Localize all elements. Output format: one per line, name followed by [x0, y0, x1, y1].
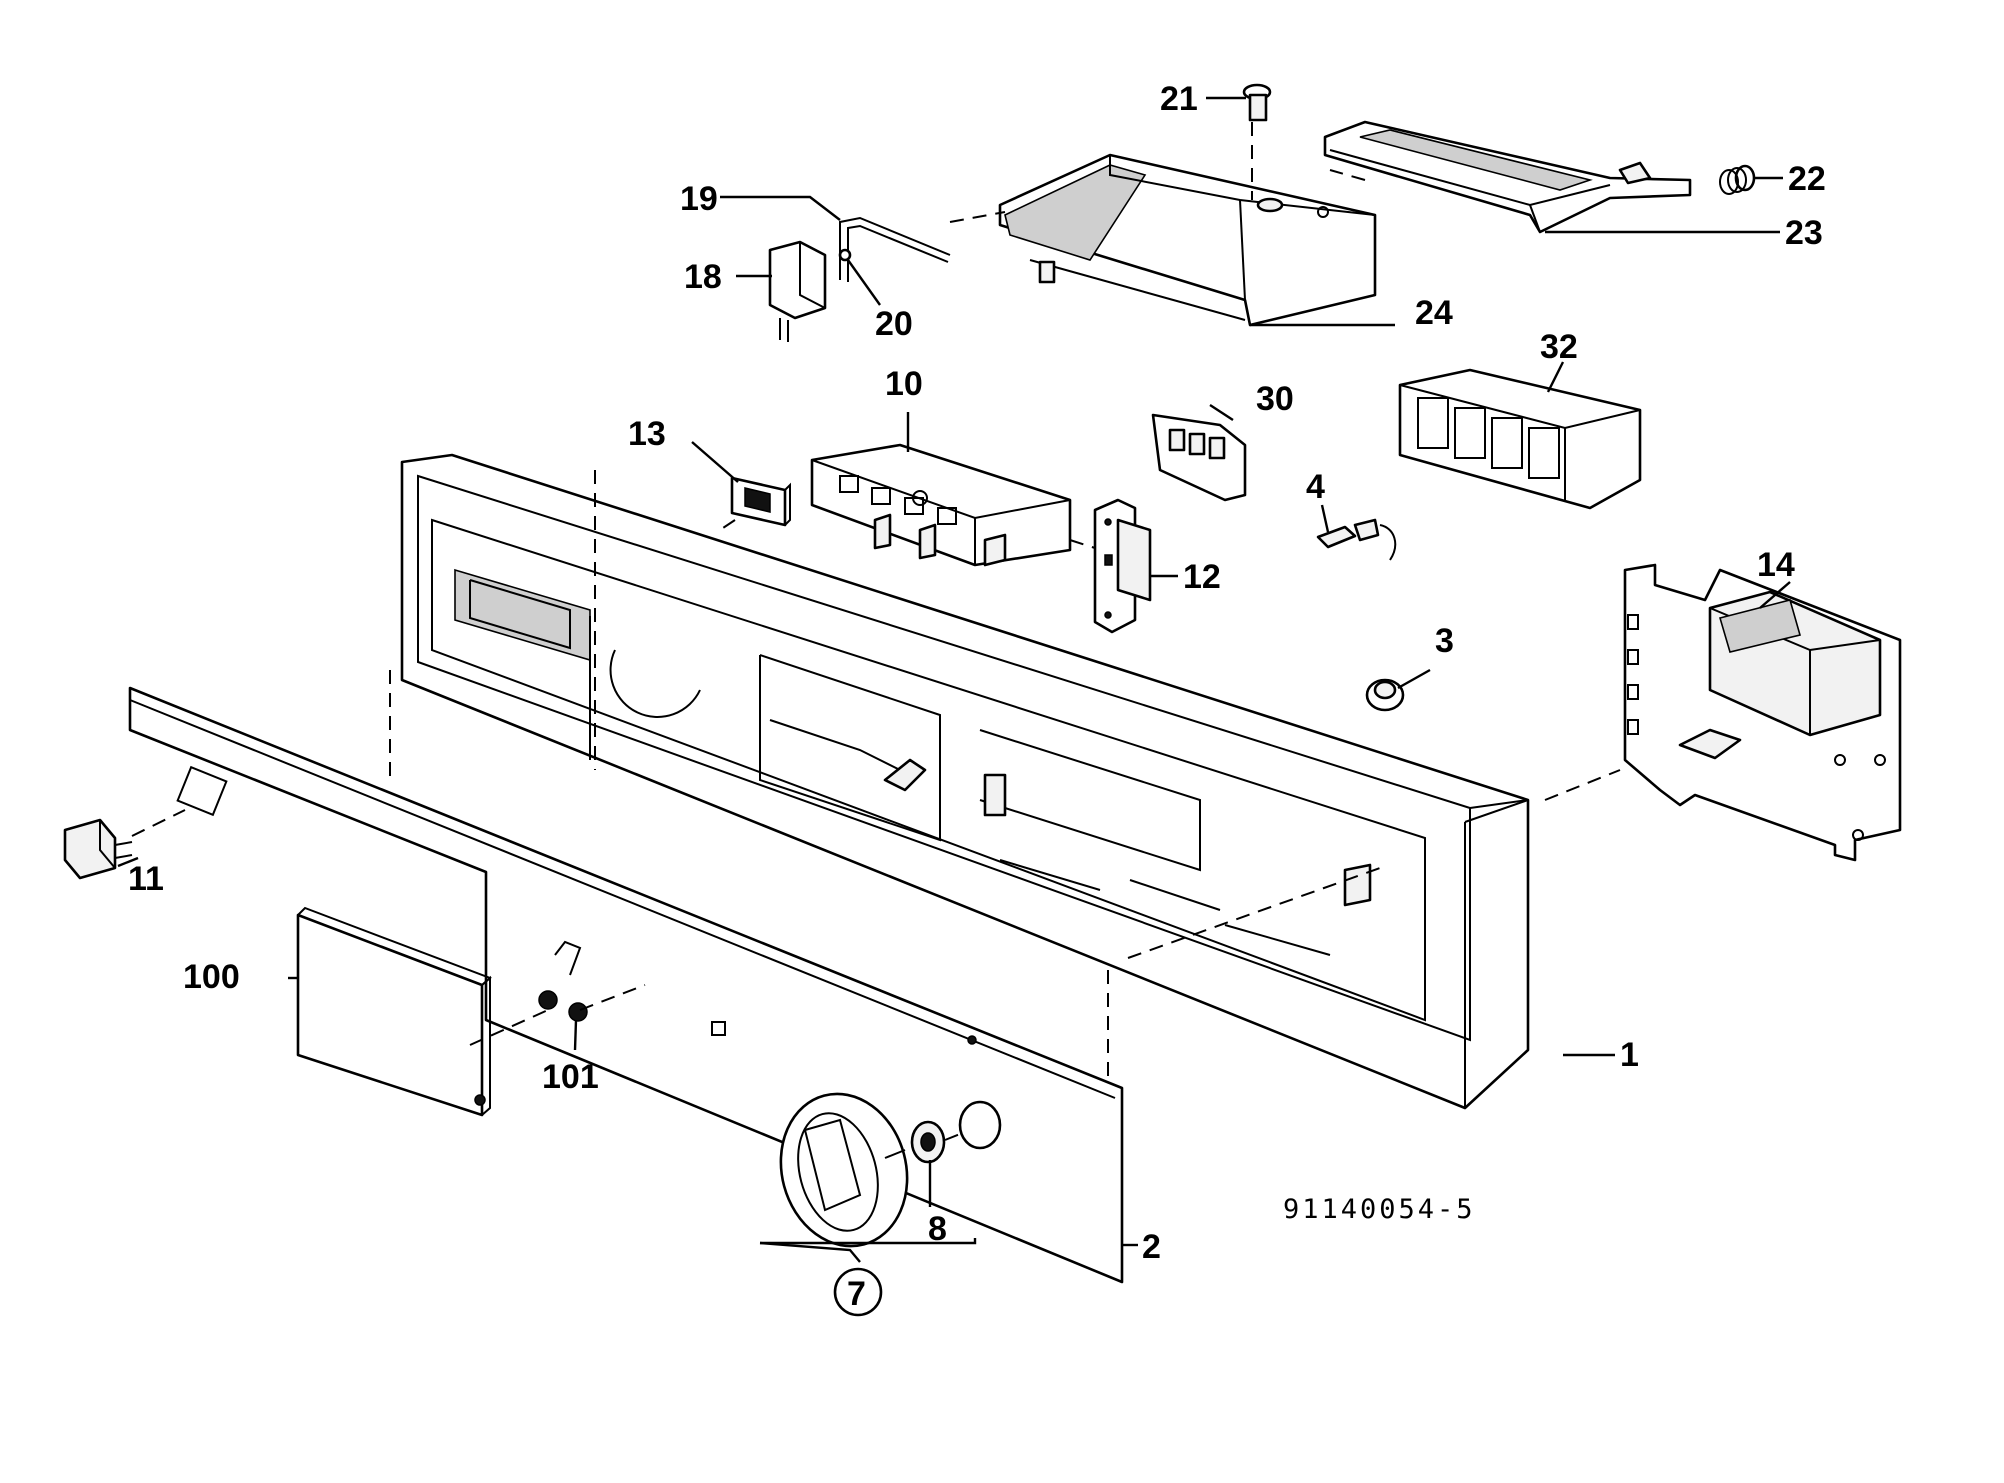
callout-7-circle: 7 — [833, 1267, 883, 1317]
callout-2: 2 — [1142, 1228, 1161, 1266]
assembly-lines — [131, 122, 1621, 1141]
callout-1: 1 — [1620, 1036, 1639, 1074]
callout-22: 22 — [1788, 160, 1826, 198]
control-panel-housing — [400, 453, 1530, 1110]
drawing-reference-number: 91140054-5 — [1283, 1194, 1476, 1225]
switch-block — [810, 443, 1072, 567]
callout-24: 24 — [1415, 294, 1453, 332]
callout-8: 8 — [928, 1210, 947, 1248]
leader-lines — [117, 96, 1791, 1263]
callout-7: 7 — [847, 1275, 866, 1313]
connector-part — [1093, 498, 1152, 634]
callout-18: 18 — [684, 258, 722, 296]
callout-13: 13 — [628, 415, 666, 453]
lamp-part — [1316, 518, 1397, 561]
dispenser-housing — [998, 153, 1377, 327]
callout-23: 23 — [1785, 214, 1823, 252]
multi-switch-block — [1398, 368, 1642, 510]
callout-32: 32 — [1540, 328, 1578, 366]
callout-10: 10 — [885, 365, 923, 403]
callout-12: 12 — [1183, 558, 1221, 596]
screw-part — [1242, 83, 1272, 122]
terminal-block — [1151, 413, 1247, 502]
callout-14: 14 — [1757, 546, 1795, 584]
dispenser-lid — [1323, 120, 1692, 234]
small-knob-part — [538, 940, 588, 1022]
callout-20: 20 — [875, 305, 913, 343]
switch-part — [63, 818, 133, 880]
callout-4: 4 — [1306, 468, 1325, 506]
callout-30: 30 — [1256, 380, 1294, 418]
grommet-part — [1365, 678, 1405, 712]
timer-module — [1623, 563, 1902, 862]
callout-labels: 1 2 3 4 7 8 10 11 12 13 14 18 19 20 21 2… — [128, 80, 1826, 1317]
callout-19: 19 — [680, 180, 718, 218]
spring-part — [1719, 164, 1756, 195]
callout-11: 11 — [128, 860, 164, 898]
rocker-switch-part — [730, 476, 791, 527]
wire-clip-part — [838, 216, 951, 282]
callout-3: 3 — [1435, 622, 1454, 660]
panel-flap — [296, 906, 492, 1117]
callout-101: 101 — [542, 1058, 599, 1096]
callout-21: 21 — [1160, 80, 1198, 118]
knob-assembly — [779, 1092, 1002, 1248]
callout-100: 100 — [183, 958, 240, 996]
relay-part — [768, 240, 827, 342]
